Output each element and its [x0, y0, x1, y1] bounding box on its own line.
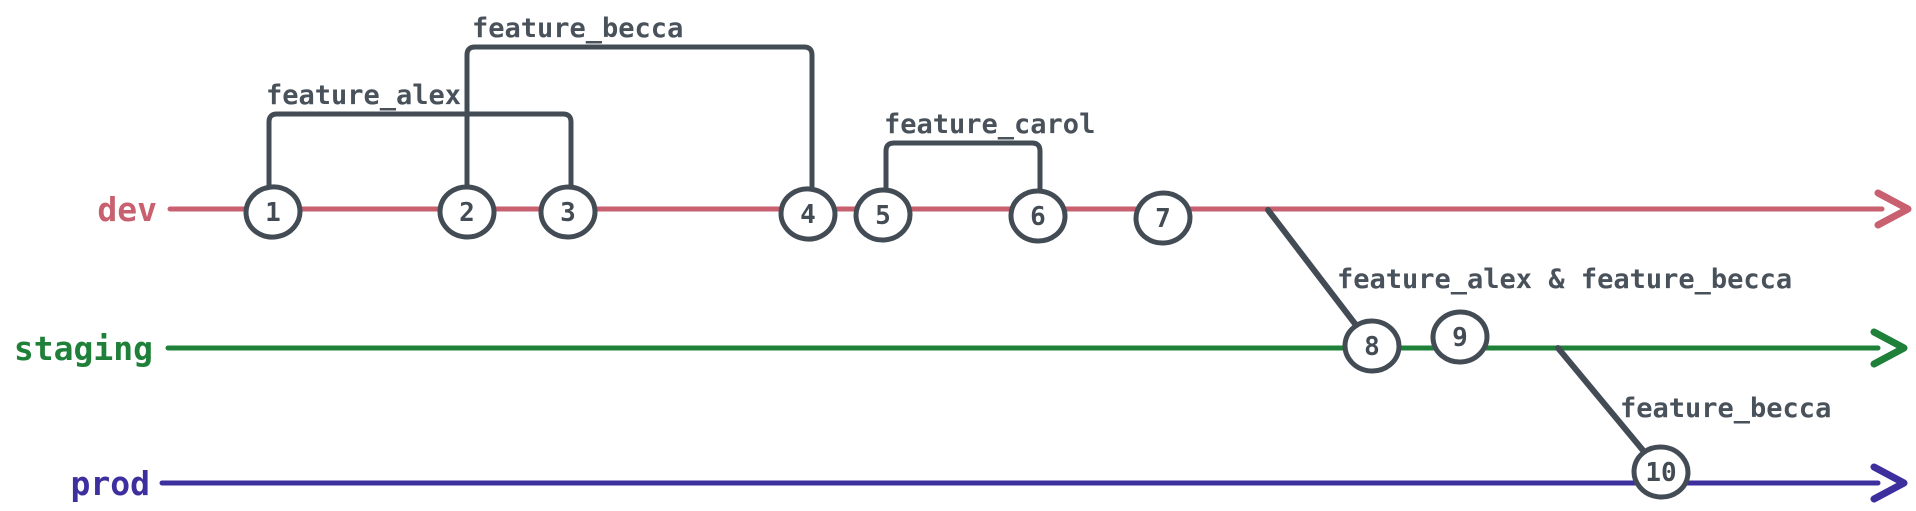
commit-number-4: 4 [800, 200, 816, 230]
commit-node-4 [778, 186, 838, 242]
branch-arrowhead-icon-staging [1870, 328, 1908, 368]
commit-node-3 [538, 184, 598, 240]
branch-label-staging: staging [14, 329, 153, 368]
branch-arrowhead-icon-dev [1874, 189, 1912, 229]
commit-node-10 [1631, 444, 1691, 500]
commit-number-9: 9 [1452, 323, 1468, 353]
commit-node-1 [243, 184, 303, 240]
feature-bracket-label-feature_becca: feature_becca [472, 13, 683, 44]
commit-number-8: 8 [1364, 332, 1380, 362]
feature-bracket-feature_carol [883, 140, 1043, 219]
feature-bracket-feature_becca [464, 44, 815, 217]
commit-number-7: 7 [1155, 204, 1171, 234]
branch-arrowhead-icon-prod [1870, 463, 1908, 503]
branch-label-dev: dev [97, 190, 157, 229]
feature-bracket-label-feature_carol: feature_carol [884, 109, 1095, 140]
merge-label-0: feature_alex & feature_becca [1337, 264, 1792, 295]
branch-label-prod: prod [71, 464, 150, 503]
merge-line-dev-to-commit-8 [1265, 207, 1375, 349]
commit-number-3: 3 [560, 198, 576, 228]
commit-number-1: 1 [265, 198, 281, 228]
feature-bracket-label-feature_alex: feature_alex [266, 80, 461, 111]
feature-bracket-feature_alex [266, 111, 574, 215]
commit-number-2: 2 [459, 198, 475, 228]
commit-number-6: 6 [1030, 202, 1046, 232]
commit-number-10: 10 [1645, 458, 1676, 488]
commit-node-2 [437, 184, 497, 240]
commit-node-5 [853, 187, 913, 243]
commit-number-5: 5 [875, 201, 891, 231]
commit-node-8 [1342, 318, 1402, 374]
merge-label-1: feature_becca [1620, 393, 1831, 424]
commit-node-6 [1008, 188, 1068, 244]
commit-node-9 [1430, 309, 1490, 365]
commit-node-7 [1133, 190, 1193, 246]
